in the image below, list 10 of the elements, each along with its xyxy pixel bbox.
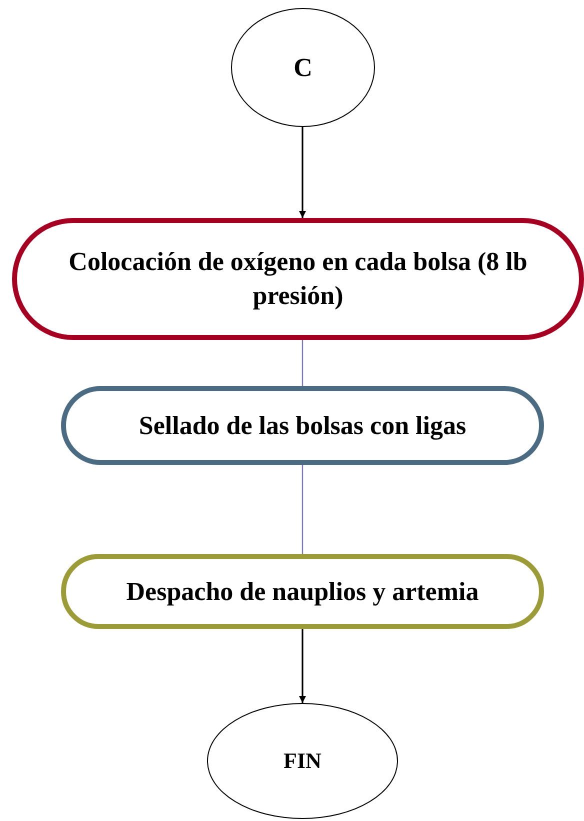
step-label: C xyxy=(292,52,314,84)
step-label: Sellado de las bolsas con ligas xyxy=(138,410,468,442)
step-label: Colocación de oxígeno en cada bolsa (8 lb presión) xyxy=(68,246,528,312)
connector-line xyxy=(302,465,304,554)
arrow xyxy=(299,629,306,703)
step-label: FIN xyxy=(282,746,322,775)
process-box xyxy=(12,218,584,340)
arrow xyxy=(299,127,306,218)
step-label: Despacho de nauplios y artemia xyxy=(125,576,480,608)
connector-line xyxy=(302,340,304,386)
